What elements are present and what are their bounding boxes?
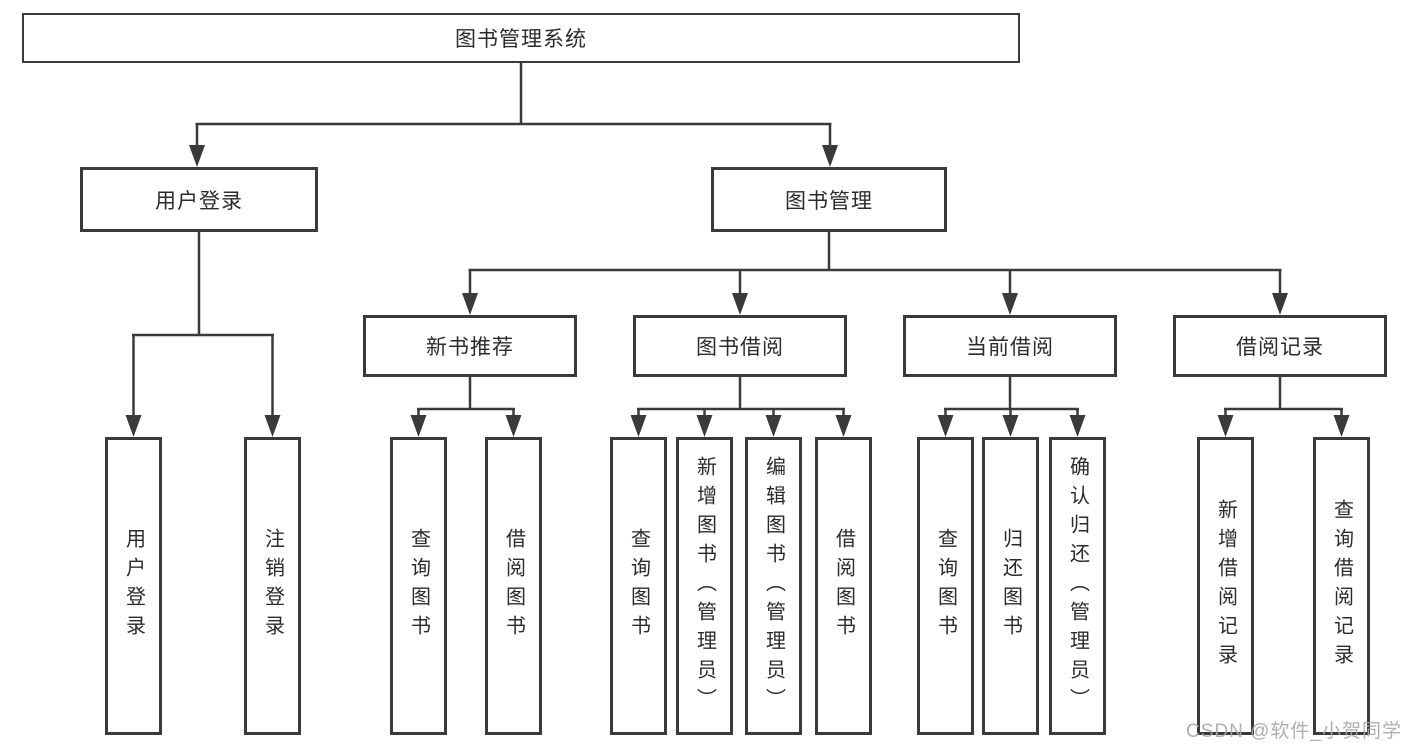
leaf-query-books-newbooks: 查询图书 [390,437,447,735]
leaf-query-borrow-record: 查询借阅记录 [1313,437,1370,735]
connector-currentborrow-to-leaves [937,377,1086,437]
connector-root-to-level2 [189,63,838,167]
leaf-logout-label: 注销登录 [261,528,284,644]
leaf-add-borrow-record-label: 新增借阅记录 [1214,499,1237,673]
node-root: 图书管理系统 [22,13,1020,63]
leaf-logout: 注销登录 [244,437,301,735]
leaf-query-books-current-label: 查询图书 [934,528,957,644]
leaf-user-login-label: 用户登录 [122,528,145,644]
leaf-query-books-borrow: 查询图书 [610,437,667,735]
node-book-borrow: 图书借阅 [633,315,847,377]
leaf-edit-book-admin: 编辑图书（管理员） [745,437,802,735]
connector-records-to-leaves [1217,377,1350,437]
leaf-query-books-borrow-label: 查询图书 [627,528,650,644]
connector-userlogin-to-leaves [125,232,281,437]
leaf-add-borrow-record: 新增借阅记录 [1197,437,1254,735]
leaf-return-book-label: 归还图书 [999,528,1022,644]
leaf-borrow-books-borrow-label: 借阅图书 [832,528,855,644]
leaf-borrow-books-newbooks: 借阅图书 [485,437,542,735]
leaf-query-books-newbooks-label: 查询图书 [407,528,430,644]
leaf-user-login: 用户登录 [105,437,162,735]
node-current-borrow: 当前借阅 [903,315,1117,377]
leaf-confirm-return-admin-label: 确认归还（管理员） [1066,455,1089,717]
connector-bookmgmt-to-level3 [462,232,1288,315]
leaf-edit-book-admin-label: 编辑图书（管理员） [762,455,785,717]
node-book-management: 图书管理 [711,167,947,232]
leaf-add-book-admin: 新增图书（管理员） [676,437,733,735]
connector-newbooks-to-leaves [410,377,522,437]
node-user-login: 用户登录 [80,167,318,232]
csdn-watermark: CSDN @软件_小贺同学 [1186,721,1402,742]
leaf-borrow-books-borrow: 借阅图书 [815,437,872,735]
leaf-confirm-return-admin: 确认归还（管理员） [1049,437,1106,735]
leaf-query-books-current: 查询图书 [917,437,974,735]
leaf-query-borrow-record-label: 查询借阅记录 [1330,499,1353,673]
connector-bookborrow-to-leaves [630,377,852,437]
leaf-borrow-books-newbooks-label: 借阅图书 [502,528,525,644]
node-new-book-recommend: 新书推荐 [363,315,577,377]
node-borrow-records: 借阅记录 [1173,315,1387,377]
leaf-return-book: 归还图书 [982,437,1039,735]
leaf-add-book-admin-label: 新增图书（管理员） [693,455,716,717]
